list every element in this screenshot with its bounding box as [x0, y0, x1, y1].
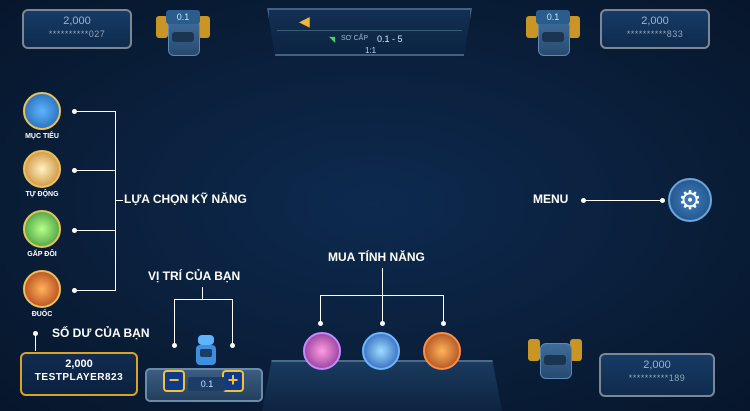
balance-text: 2,000: [65, 358, 93, 370]
cannon-top-right: 0.1: [526, 10, 580, 58]
back-arrow-icon[interactable]: ◀: [299, 13, 310, 29]
player-name: TESTPLAYER823: [34, 372, 124, 383]
callout-menu: MENU: [533, 192, 569, 206]
wifi-icon: ◥: [329, 35, 336, 44]
player-panel-self: 2,000 TESTPLAYER823: [20, 352, 138, 396]
double-icon[interactable]: [23, 210, 61, 248]
feature-shield-icon[interactable]: [362, 332, 400, 370]
room-range: 0.1 - 5: [377, 34, 403, 44]
player-name: **********189: [628, 373, 686, 383]
callout-skills: LỰA CHỌN KỸ NĂNG: [124, 192, 247, 206]
skill-label-torch: ĐUỐC: [31, 311, 53, 318]
room-info-panel: ◀ ◥ SƠ CẤP 0.1 - 5 1:1: [267, 8, 472, 56]
balance-text: 2,000: [643, 359, 671, 371]
player-panel-bottom-right: 2,000 **********189: [599, 353, 715, 397]
balance-text: 2,000: [641, 15, 669, 27]
skill-label-double: GẤP ĐÔI: [27, 251, 57, 258]
player-cannon-icon: [196, 335, 216, 365]
bet-label: 0.1: [536, 10, 570, 24]
auto-icon[interactable]: [23, 150, 61, 188]
cannon-top-left: 0.1: [156, 10, 210, 58]
callout-features: MUA TÍNH NĂNG: [328, 250, 425, 264]
feature-cannon-icon[interactable]: [303, 332, 341, 370]
torch-icon[interactable]: [23, 270, 61, 308]
decrease-bet-button[interactable]: −: [163, 370, 185, 392]
bet-label: 0.1: [188, 377, 226, 391]
balance-text: 2,000: [63, 15, 91, 27]
callout-position: VỊ TRÍ CỦA BẠN: [148, 269, 241, 283]
skill-label-target: MỤC TIÊU: [25, 133, 59, 140]
player-name: **********833: [626, 29, 684, 39]
target-icon[interactable]: [23, 92, 61, 130]
player-panel-top-left: 2,000 **********027: [22, 9, 132, 49]
callout-balance: SỐ DƯ CỦA BẠN: [52, 326, 150, 340]
room-ratio: 1:1: [365, 46, 377, 55]
skill-label-auto: TỰ ĐỘNG: [25, 191, 59, 198]
feature-fire-icon[interactable]: [423, 332, 461, 370]
player-panel-top-right: 2,000 **********833: [600, 9, 710, 49]
gear-icon[interactable]: ⚙: [668, 178, 712, 222]
player-name: **********027: [48, 29, 106, 39]
bet-label: 0.1: [166, 10, 200, 24]
room-level: SƠ CẤP: [341, 35, 369, 42]
cannon-bottom-right: [528, 333, 582, 381]
